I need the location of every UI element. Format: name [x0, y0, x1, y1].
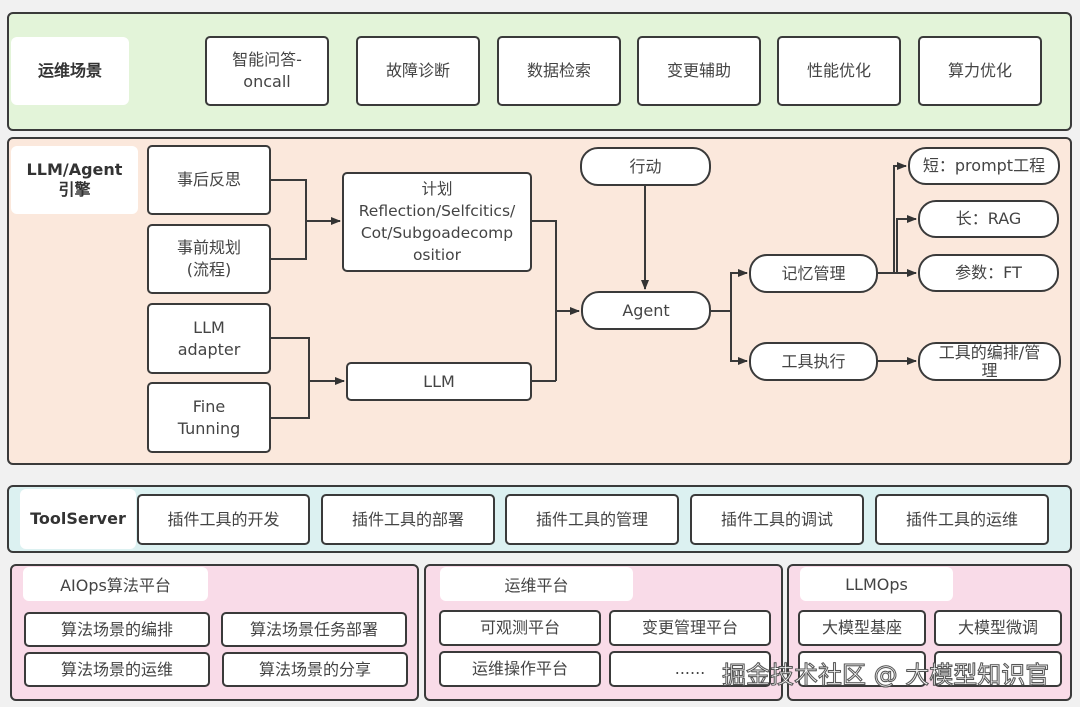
scenario-compute-opt[interactable]: 算力优化	[918, 36, 1042, 106]
tool-execution-box[interactable]: 工具执行	[749, 342, 878, 381]
watermark-text: 掘金技术社区 @ 大模型知识官	[721, 661, 1050, 690]
scenario-data-retrieval[interactable]: 数据检索	[497, 36, 621, 106]
llm-adapter-box[interactable]: LLM adapter	[147, 303, 271, 374]
scenario-smart-qa[interactable]: 智能问答- oncall	[205, 36, 329, 106]
ops-operation-platform[interactable]: 运维操作平台	[439, 651, 601, 687]
ops-scenarios-title: 运维场景	[11, 37, 129, 105]
engine-title: LLM/Agent 引擎	[11, 146, 138, 214]
aiops-task-deploy[interactable]: 算法场景任务部署	[221, 612, 407, 647]
toolserver-debug[interactable]: 插件工具的调试	[690, 494, 864, 545]
plan-box[interactable]: 计划 Reflection/Selfcitics/ Cot/Subgoadeco…	[342, 172, 532, 272]
memory-long-box[interactable]: 长：RAG	[918, 200, 1059, 238]
memory-param-box[interactable]: 参数：FT	[918, 254, 1059, 292]
ops-more[interactable]: ......	[609, 651, 771, 687]
action-box[interactable]: 行动	[580, 147, 711, 186]
memory-short-box[interactable]: 短：prompt工程	[908, 147, 1060, 185]
aiops-ops[interactable]: 算法场景的运维	[24, 652, 210, 687]
ops-change-management[interactable]: 变更管理平台	[609, 610, 771, 646]
agent-box[interactable]: Agent	[581, 291, 711, 330]
llmops-empty-1[interactable]	[798, 651, 926, 687]
llmops-empty-2[interactable]	[934, 651, 1062, 687]
toolserver-deploy[interactable]: 插件工具的部署	[321, 494, 495, 545]
llmops-title: LLMOps	[800, 567, 953, 601]
llmops-base-model[interactable]: 大模型基座	[798, 610, 926, 646]
scenario-change-assist[interactable]: 变更辅助	[637, 36, 761, 106]
scenario-performance-opt[interactable]: 性能优化	[777, 36, 901, 106]
aiops-orchestration[interactable]: 算法场景的编排	[24, 612, 210, 647]
llm-box[interactable]: LLM	[346, 362, 532, 401]
fine-tuning-box[interactable]: Fine Tunning	[147, 382, 271, 453]
plan-before-box[interactable]: 事前规划 (流程)	[147, 224, 271, 294]
memory-management-box[interactable]: 记忆管理	[749, 254, 878, 293]
ops-platform-title: 运维平台	[440, 567, 633, 601]
llmops-finetune[interactable]: 大模型微调	[934, 610, 1062, 646]
toolserver-ops[interactable]: 插件工具的运维	[875, 494, 1049, 545]
tool-orchestration-box[interactable]: 工具的编排/管 理	[918, 342, 1061, 381]
reflect-after-box[interactable]: 事后反思	[147, 145, 271, 215]
toolserver-manage[interactable]: 插件工具的管理	[505, 494, 679, 545]
scenario-fault-diagnosis[interactable]: 故障诊断	[356, 36, 480, 106]
aiops-share[interactable]: 算法场景的分享	[222, 652, 408, 687]
toolserver-develop[interactable]: 插件工具的开发	[137, 494, 310, 545]
ops-observability[interactable]: 可观测平台	[439, 610, 601, 646]
toolserver-title: ToolServer	[20, 489, 136, 549]
aiops-title: AIOps算法平台	[23, 567, 208, 601]
